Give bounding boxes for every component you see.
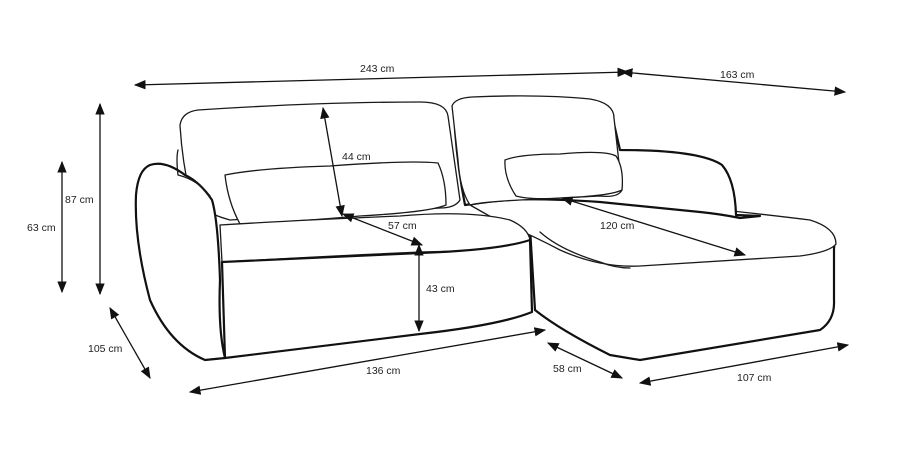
side-depth-line [109, 306, 151, 380]
chaise-depth-line [620, 68, 847, 96]
total-width-label: 243 cm [360, 63, 395, 75]
backrest-height-line [320, 106, 345, 218]
chaise-length-line [560, 196, 747, 257]
pillow-right [504, 151, 624, 200]
chaise-width-label: 107 cm [737, 372, 772, 384]
chaise-side-label: 58 cm [553, 363, 582, 375]
armrest-height-label: 63 cm [27, 222, 56, 234]
seat-depth-label: 57 cm [388, 220, 417, 232]
chaise-width-line [638, 342, 850, 386]
dimension-lines [57, 67, 850, 395]
sofa-width-label: 136 cm [366, 365, 401, 377]
chaise-side-line [546, 342, 624, 379]
seat-depth-line [341, 213, 424, 246]
dimension-labels: 243 cm 163 cm 87 cm 63 cm 105 cm 44 cm 5… [27, 63, 772, 384]
total-width-line [133, 67, 630, 90]
backrest-height-label: 44 cm [342, 151, 371, 163]
sofa-width-line [188, 327, 547, 395]
side-depth-label: 105 cm [88, 343, 123, 355]
chaise-length-label: 120 cm [600, 220, 635, 232]
armrest-left-top [176, 149, 211, 197]
chaise-depth-label: 163 cm [720, 69, 755, 81]
total-height-label: 87 cm [65, 194, 94, 206]
seat-height-label: 43 cm [426, 283, 455, 295]
chaise-cushion-front [539, 231, 631, 269]
sofa-illustration [134, 95, 837, 362]
